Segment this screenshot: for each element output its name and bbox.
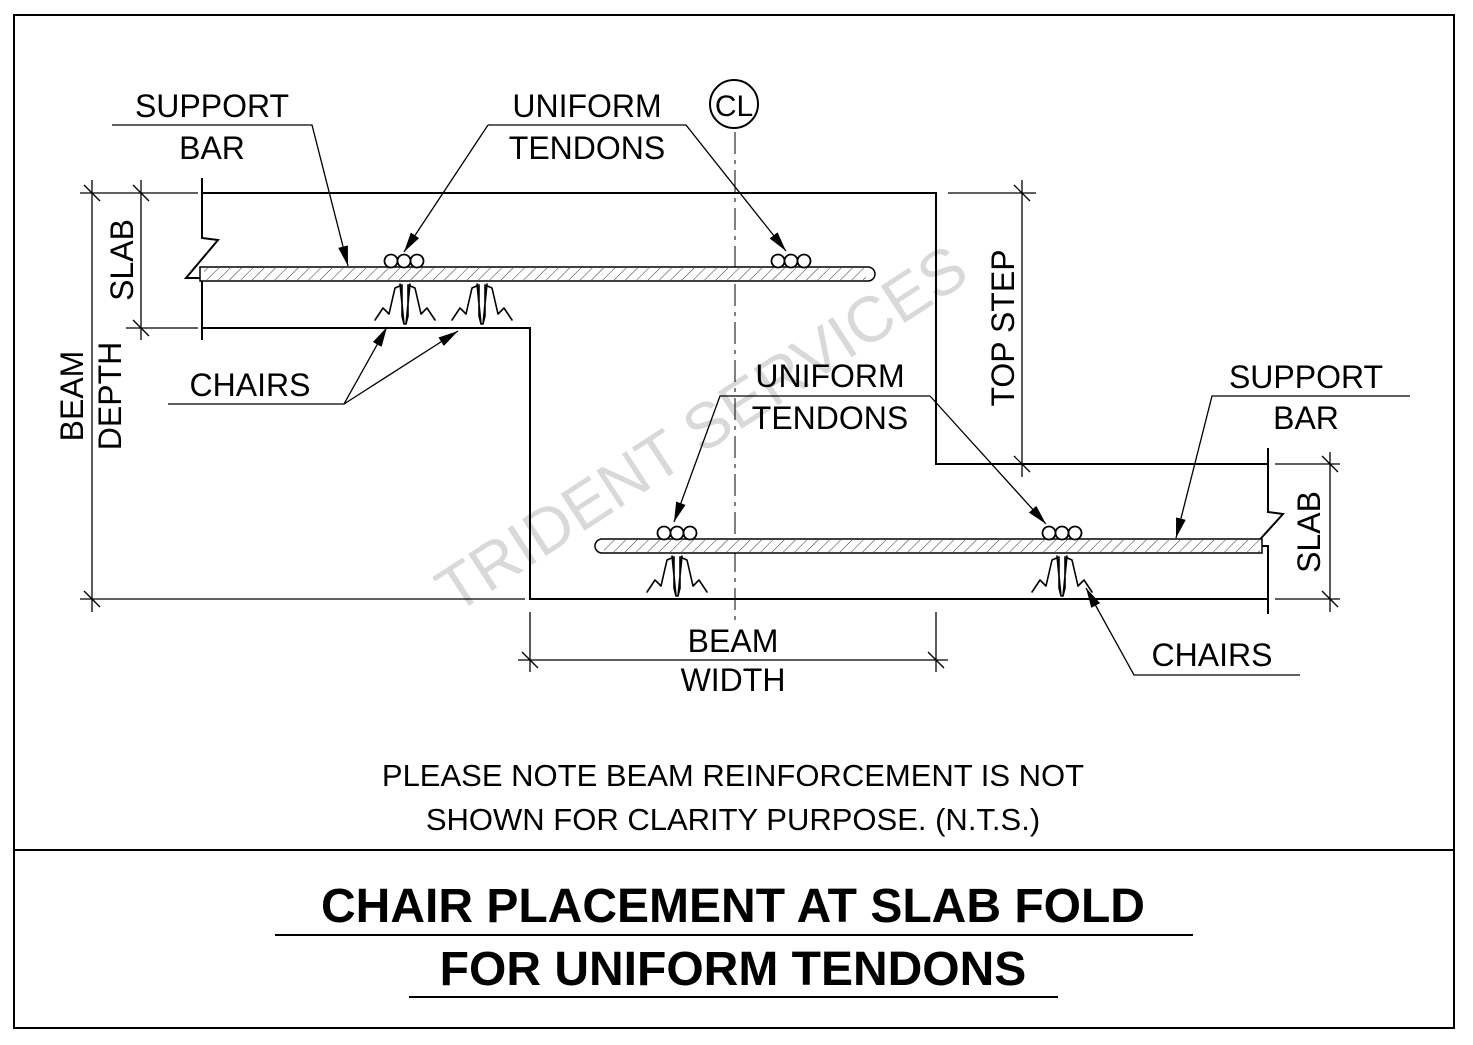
- chair-4: [1031, 555, 1093, 597]
- dim-beam-depth: [80, 180, 198, 612]
- support-bar-upper: [199, 266, 876, 282]
- label-beam-width-1: BEAM: [688, 623, 779, 659]
- leader-support-bar-left: [112, 124, 349, 267]
- label-beam-width-2: WIDTH: [681, 662, 786, 698]
- label-uniform-tendons-top-1: UNIFORM: [512, 88, 661, 124]
- slab-top-upper: [202, 192, 1268, 465]
- note-line-2: SHOWN FOR CLARITY PURPOSE. (N.T.S.): [426, 802, 1040, 837]
- dim-beam-width: [518, 612, 948, 672]
- slab-bottom-upper: [202, 327, 1268, 600]
- label-support-bar-left-2: BAR: [179, 130, 245, 166]
- leader-tendons-bottom-1: [673, 395, 930, 523]
- label-slab-right: SLAB: [1291, 491, 1327, 573]
- label-support-bar-right-1: SUPPORT: [1229, 359, 1383, 395]
- leader-support-bar-right: [1175, 395, 1410, 539]
- dim-top-step: [948, 180, 1036, 477]
- dim-slab-right: [1275, 452, 1340, 612]
- leader-chairs-right: [1085, 587, 1300, 676]
- label-uniform-tendons-bottom-2: TENDONS: [752, 400, 908, 436]
- drawing-border: [13, 14, 1455, 1029]
- tendon-group-1: [383, 253, 425, 269]
- tendon-group-4: [1041, 525, 1083, 541]
- tendon-group-2: [770, 253, 812, 269]
- label-uniform-tendons-bottom-1: UNIFORM: [755, 358, 904, 394]
- break-line-right: [1251, 448, 1286, 614]
- leader-tendons-top-2: [488, 124, 787, 252]
- label-top-step: TOP STEP: [985, 249, 1021, 406]
- chair-3: [646, 555, 708, 597]
- centerline-symbol: CL: [709, 79, 759, 129]
- tendon-group-3: [656, 525, 698, 541]
- dim-slab-left: [126, 180, 198, 340]
- chair-2: [451, 283, 513, 325]
- leader-chairs-left-2: [343, 330, 459, 405]
- label-support-bar-left-1: SUPPORT: [135, 88, 289, 124]
- label-chairs-left: CHAIRS: [190, 367, 311, 403]
- chair-1: [374, 283, 436, 325]
- label-uniform-tendons-top-2: TENDONS: [509, 130, 665, 166]
- label-chairs-right: CHAIRS: [1152, 637, 1273, 673]
- svg-text:CL: CL: [715, 90, 753, 123]
- break-line-left: [183, 178, 220, 340]
- label-beam-depth-1: BEAM: [54, 351, 90, 442]
- title-line-1: CHAIR PLACEMENT AT SLAB FOLD: [321, 880, 1145, 933]
- label-beam-depth-2: DEPTH: [92, 342, 128, 450]
- leader-tendons-top-1: [403, 124, 489, 253]
- note-line-1: PLEASE NOTE BEAM REINFORCEMENT IS NOT: [382, 758, 1084, 793]
- label-support-bar-right-2: BAR: [1273, 400, 1339, 436]
- leader-tendons-bottom-2: [929, 395, 1047, 525]
- title-line-2: FOR UNIFORM TENDONS: [440, 943, 1027, 996]
- label-slab-left: SLAB: [104, 219, 140, 301]
- support-bar-lower: [594, 538, 1263, 554]
